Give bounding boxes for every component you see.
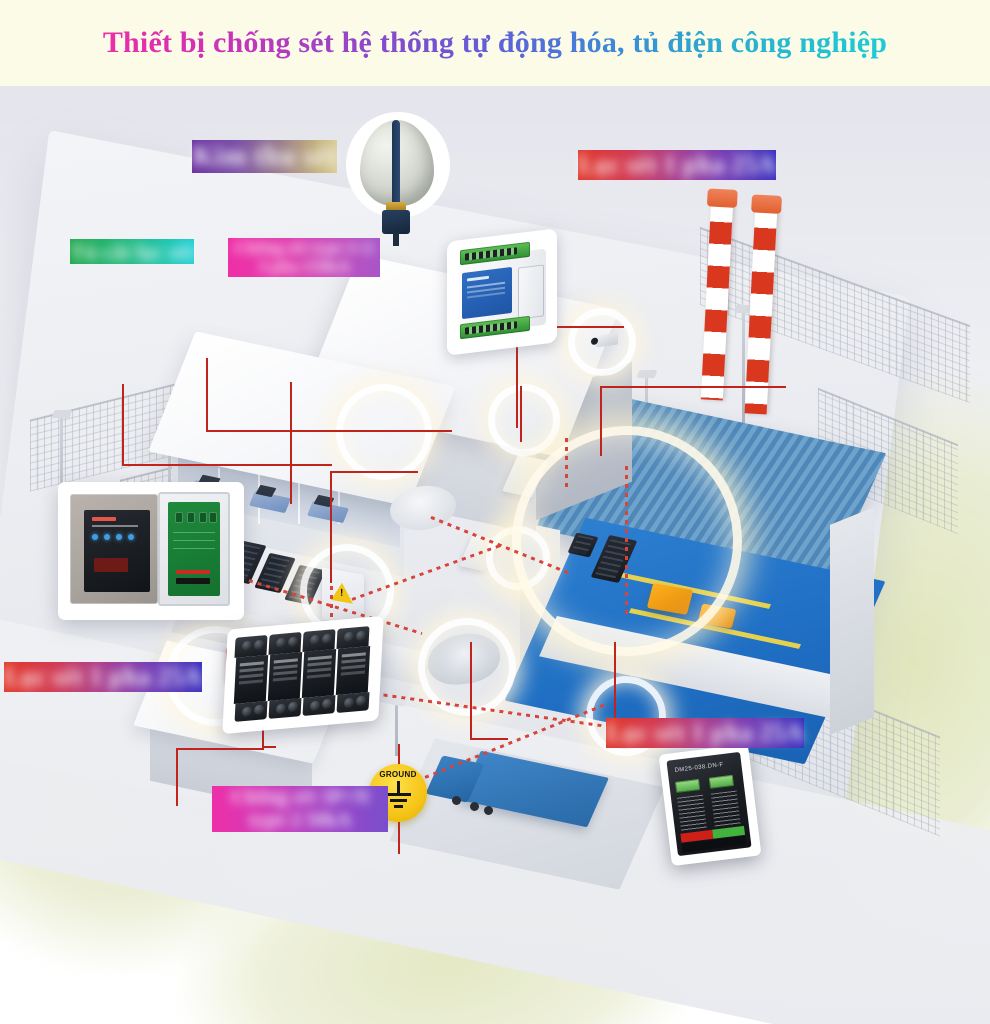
rod-stem: [393, 232, 399, 246]
wire-spd12-vertical: [290, 382, 292, 504]
wire-rod-vertical: [206, 358, 208, 432]
label-spd-3pn-line1: Chống sét 3P+N: [230, 786, 370, 808]
wire-panel1-drop: [520, 386, 522, 442]
spd-roof-window-b: [708, 774, 734, 789]
cabinet-pcb: [168, 502, 220, 596]
filter-top-clip: [518, 264, 544, 320]
product-filter-cabinet[interactable]: [58, 482, 244, 620]
title-banner: Thiết bị chống sét hệ thống tự động hóa,…: [0, 0, 990, 86]
wire-left-filter-drop: [176, 748, 178, 806]
rod-collar: [386, 202, 406, 211]
spd-roof-body: DM25-038.DN-F: [666, 751, 752, 857]
label-lightning-rod: Kim thu sét: [192, 140, 337, 174]
hall-wall-right: [830, 507, 874, 735]
wire-dome-horizontal: [470, 738, 508, 740]
bond-dotted-7: [625, 466, 628, 616]
spd-roof-window-a: [675, 779, 701, 793]
spd-roof-code: DM25-038.DN-F: [674, 761, 724, 774]
wire-dome-vertical: [470, 642, 472, 740]
label-spd-type12: Chống sét type 1+2 3 pha 150kA: [228, 238, 380, 277]
page-title: Thiết bị chống sét hệ thống tự động hóa,…: [102, 26, 888, 59]
truck-wheel-1: [452, 796, 461, 805]
cabinet-display: [94, 558, 128, 572]
cabinet-door: [70, 494, 158, 604]
lens-highlight-dome: [418, 618, 516, 716]
label-surge-filter-top-right: Lọc sét 1 pha 25A: [578, 150, 776, 180]
product-spd-roof-module[interactable]: DM25-038.DN-F: [658, 743, 762, 867]
wire-filter-top-to-camera: [516, 326, 624, 328]
wire-cabinet-drop: [122, 384, 124, 466]
wire-bottomright-vertical: [614, 642, 616, 730]
wire-cabinet-horizontal: [330, 471, 418, 473]
light-pole-right: [733, 305, 755, 431]
lens-highlight-hall-door: [586, 676, 666, 756]
bond-dotted-1: [565, 438, 568, 490]
wire-left-filter-run: [176, 748, 264, 750]
light-pole-left: [51, 410, 73, 546]
lens-highlight-factory-hall: [512, 426, 742, 656]
rod-strap: [392, 120, 400, 208]
label-spd-type12-line2: 3 pha 150kA: [258, 257, 350, 277]
truck-wheel-2: [470, 802, 479, 811]
label-spd-type12-line1: Chống sét type 1+2: [234, 238, 374, 257]
wire-roof-spd-horizontal: [600, 386, 786, 388]
label-surge-filter-left: Lọc sét 1 pha 25A: [4, 662, 202, 692]
cabinet-brand-logo: [92, 517, 116, 521]
earth-ground-icon: [383, 781, 413, 811]
label-filter-cabinet: Tủ cắt lọc sét: [70, 239, 195, 265]
factory-scene: DM25-038.DN-F: [0, 86, 990, 1024]
product-lightning-rod[interactable]: [346, 112, 450, 248]
label-spd-3pn-line2: type 2 50kA: [248, 808, 352, 831]
filter-top-label: [462, 266, 512, 320]
cabinet-panel-line: [92, 525, 138, 527]
spd-roof-text-b: [710, 790, 741, 828]
lens-highlight-panel-1: [488, 384, 560, 456]
cabinet-led-row: [92, 534, 134, 540]
wire-filter-top-vertical: [516, 286, 518, 428]
product-spd-type12[interactable]: [222, 615, 384, 735]
lens-highlight-rod: [336, 384, 432, 480]
rod-base: [382, 210, 410, 234]
ground-badge-text: GROUND: [379, 770, 417, 779]
product-surge-filter-top[interactable]: [447, 228, 557, 356]
spd-roof-text-a: [677, 794, 707, 832]
wire-roof-spd-vertical: [600, 386, 602, 456]
wire-rod-horizontal: [206, 430, 452, 432]
wire-cabinet-run: [122, 464, 332, 466]
cabinet-control-panel: [84, 510, 150, 592]
label-surge-filter-bottom-right: Lọc sét 1 pha 25A: [606, 718, 804, 748]
wire-left-filter-horizontal: [262, 746, 276, 748]
label-spd-3pn: Chống sét 3P+N type 2 50kA: [212, 786, 388, 832]
truck-wheel-3: [484, 806, 493, 815]
wire-cabinet-vertical: [330, 471, 332, 583]
lens-highlight-camera: [568, 308, 636, 376]
